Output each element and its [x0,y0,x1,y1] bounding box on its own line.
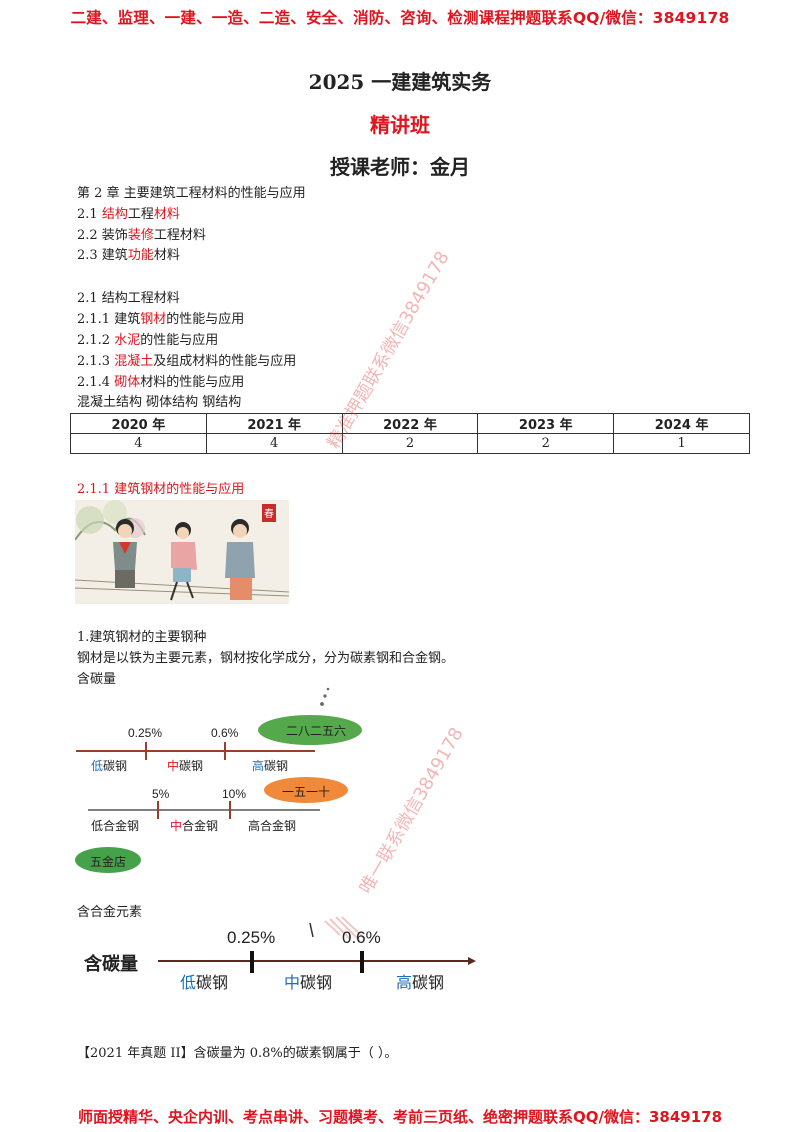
carbon-content-label: 含碳量 [77,672,117,687]
scale-suffix: 碳钢 [196,975,229,992]
scale-suffix: 碳钢 [412,975,445,992]
toc-text: 2.1 [77,207,102,222]
chapter-heading: 第 2 章 主要建筑工程材料的性能与应用 [77,186,306,201]
scale1-low: 低碳钢 [91,757,127,774]
section-highlight: 混凝土 [114,354,154,369]
table-header: 2023 年 [477,413,615,434]
scale-suffix: 碳钢 [300,975,333,992]
scale1-threshold-2: 0.6% [211,726,239,740]
scale2-low: 低合金钢 [91,819,140,833]
section-text: 的性能与应用 [166,312,245,327]
scale2-threshold-2: 10% [222,787,247,801]
table-cell: 4 [70,433,207,454]
toc-text: 材料 [153,248,180,263]
big-scale-threshold-2: 0.6% [342,928,381,947]
table-header: 2021 年 [205,413,343,434]
section-text: 2.1.2 [77,333,115,348]
teacher-line: 授课老师：金月 [330,155,470,179]
section-text: 2.1.4 [77,375,115,390]
alloy-content-label: 含合金元素 [77,905,143,920]
scale-prefix: 中 [284,975,301,992]
toc-highlight: 功能 [127,248,154,263]
section-item: 2.1.4 砌体材料的性能与应用 [77,373,244,393]
big-scale-low: 低碳钢 [180,969,228,993]
toc-item-2-3: 2.3 建筑功能材料 [77,246,180,266]
toc-item-2-1: 2.1 结构工程材料 [77,205,180,225]
scale-prefix: 低 [180,975,197,992]
scale2-threshold-1: 5% [152,787,170,801]
table-cell: 2 [341,433,479,454]
scale-prefix: 高 [252,759,265,773]
scale-suffix: 碳钢 [264,759,289,773]
carbon-scale-large [158,916,476,973]
illustration-stamp: 春 [264,508,274,520]
scale1-high: 高碳钢 [252,757,288,774]
table-header-row: 2020 年 2021 年 2022 年 2023 年 2024 年 [70,413,750,434]
subsection-heading: 2.1.1 建筑钢材的性能与应用 [77,482,245,497]
toc-text: 工程材料 [153,228,206,243]
exam-frequency-table: 2020 年 2021 年 2022 年 2023 年 2024 年 4 4 2… [70,413,750,454]
scale2-mid: 中合金钢 [170,817,218,834]
table-cell: 2 [477,433,615,454]
section-highlight: 砌体 [114,375,141,390]
scale-prefix: 中 [167,759,180,773]
big-scale-label: 含碳量 [84,954,138,974]
point-title: 1.建筑钢材的主要钢种 [77,630,207,645]
scale3-mnemonic: 五金店 [89,855,126,869]
scale-prefix: 中 [170,819,183,833]
scale1-mid: 中碳钢 [167,757,203,774]
section-text: 及组成材料的性能与应用 [153,354,297,369]
big-scale-mid: 中碳钢 [284,969,332,993]
table-header: 2024 年 [613,413,750,434]
toc-text: 2.2 装饰 [77,228,128,243]
children-illustration: 春 [75,500,289,604]
big-scale-high: 高碳钢 [396,969,444,993]
toc-highlight: 结构 [101,207,128,222]
scale-suffix: 碳钢 [179,759,204,773]
exam-question: 【2021 年真题 II】含碳量为 0.8%的碳素钢属于（ ）。 [77,1046,398,1061]
carbon-classification-diagram [75,687,362,873]
scale1-mnemonic: 二八二五六 [285,724,346,738]
section-text: 2.1.3 [77,354,115,369]
section-highlight: 钢材 [140,312,167,327]
toc-item-2-2: 2.2 装饰装修工程材料 [77,226,206,246]
header-banner: 二建、监理、一建、一造、二造、安全、消防、咨询、检测课程押题联系QQ/微信：38… [70,9,730,27]
structures-line: 混凝土结构 砌体结构 钢结构 [77,395,242,410]
scale1-threshold-1: 0.25% [128,726,163,740]
big-scale-threshold-1: 0.25% [227,928,276,947]
toc-text: 工程 [127,207,154,222]
table-header: 2020 年 [70,413,207,434]
section-highlight: 水泥 [114,333,141,348]
footer-banner: 师面授精华、央企内训、考点串讲、习题模考、考前三页纸、绝密押题联系QQ/微信：3… [77,1108,723,1126]
scale-suffix: 合金钢 [182,819,219,833]
section-item: 2.1.2 水泥的性能与应用 [77,331,218,351]
toc-text: 2.3 建筑 [77,248,128,263]
section-item: 2.1.1 建筑钢材的性能与应用 [77,310,244,330]
toc-highlight: 材料 [153,207,180,222]
table-row: 4 4 2 2 1 [70,433,750,454]
point-body: 钢材是以铁为主要元素，钢材按化学成分，分为碳素钢和合金钢。 [77,651,455,666]
section-heading: 2.1 结构工程材料 [77,291,180,306]
scale-prefix: 高 [396,975,413,992]
table-cell: 1 [613,433,750,454]
class-subtitle: 精讲班 [370,113,430,137]
toc-highlight: 装修 [127,228,154,243]
section-item: 2.1.3 混凝土及组成材料的性能与应用 [77,352,296,372]
section-text: 材料的性能与应用 [140,375,245,390]
scale-suffix: 碳钢 [103,759,128,773]
document-title: 2025 一建建筑实务 [308,70,492,94]
scale-prefix: 低 [91,759,104,773]
scale2-high: 高合金钢 [248,819,297,833]
section-text: 的性能与应用 [140,333,219,348]
scale2-mnemonic: 一五一十 [281,785,330,799]
section-text: 2.1.1 建筑 [77,312,141,327]
illustration-image: 春 [75,500,289,604]
